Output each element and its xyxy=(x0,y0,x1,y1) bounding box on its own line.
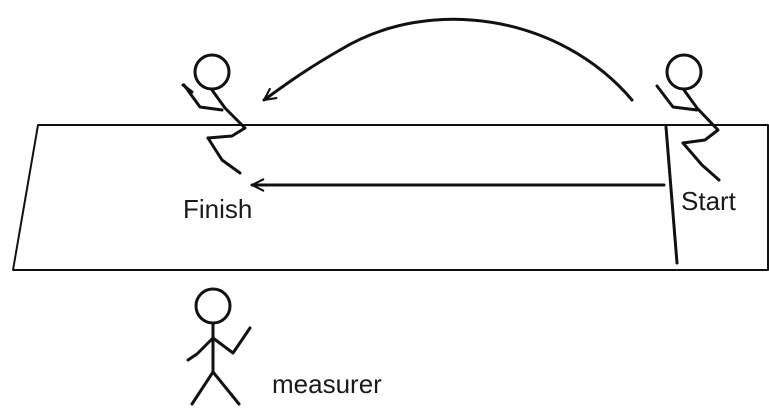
jump-arc-arrow xyxy=(262,17,634,102)
start-jumper-body xyxy=(681,88,720,145)
finish-jumper-leg xyxy=(206,136,242,175)
start-label: Start xyxy=(681,186,737,216)
start-jumper-arm xyxy=(655,84,699,112)
measurer-legs xyxy=(190,370,241,406)
finish-jumper-arm-2 xyxy=(181,83,194,94)
measurer-left-arm xyxy=(186,336,215,362)
start-line xyxy=(664,125,679,265)
measurer-figure xyxy=(186,287,252,406)
finish-jumper-figure xyxy=(181,53,247,175)
measurer-right-arm xyxy=(211,326,252,355)
track-area xyxy=(12,124,769,271)
finish-jumper-arm xyxy=(182,83,224,112)
start-jumper-head xyxy=(665,53,703,91)
finish-label: Finish xyxy=(183,194,252,224)
start-jumper-leg xyxy=(681,141,721,182)
start-jumper-figure xyxy=(655,53,721,182)
measurer-label: measurer xyxy=(272,369,382,399)
finish-jumper-body xyxy=(206,88,247,140)
measurer-head xyxy=(194,287,232,325)
finish-jumper-head xyxy=(193,53,231,91)
